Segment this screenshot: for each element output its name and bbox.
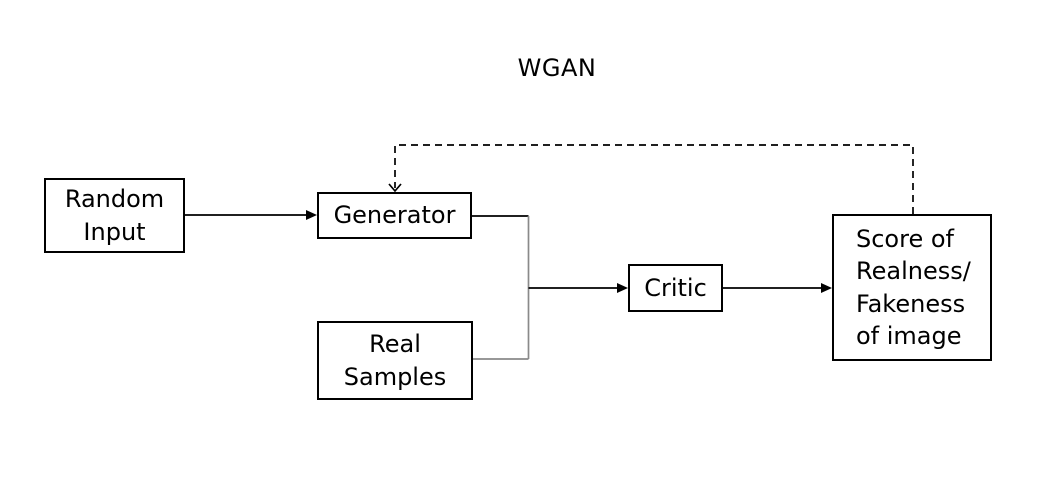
arrowhead-icon-score-left bbox=[821, 283, 832, 293]
arrowhead-icon-feedback-chevron bbox=[388, 183, 402, 193]
diagram-title: WGAN bbox=[517, 54, 597, 82]
arrowhead-icon-generator-left bbox=[306, 210, 317, 220]
node-random-input: Random Input bbox=[44, 178, 185, 253]
edge-feedback-dashed bbox=[394, 144, 914, 214]
node-score-of-realness: Score of Realness/ Fakeness of image bbox=[832, 214, 992, 361]
node-real-samples: Real Samples bbox=[317, 321, 473, 400]
node-generator: Generator bbox=[317, 192, 472, 239]
node-critic: Critic bbox=[628, 264, 723, 312]
arrowhead-icon-critic-left bbox=[617, 283, 628, 293]
